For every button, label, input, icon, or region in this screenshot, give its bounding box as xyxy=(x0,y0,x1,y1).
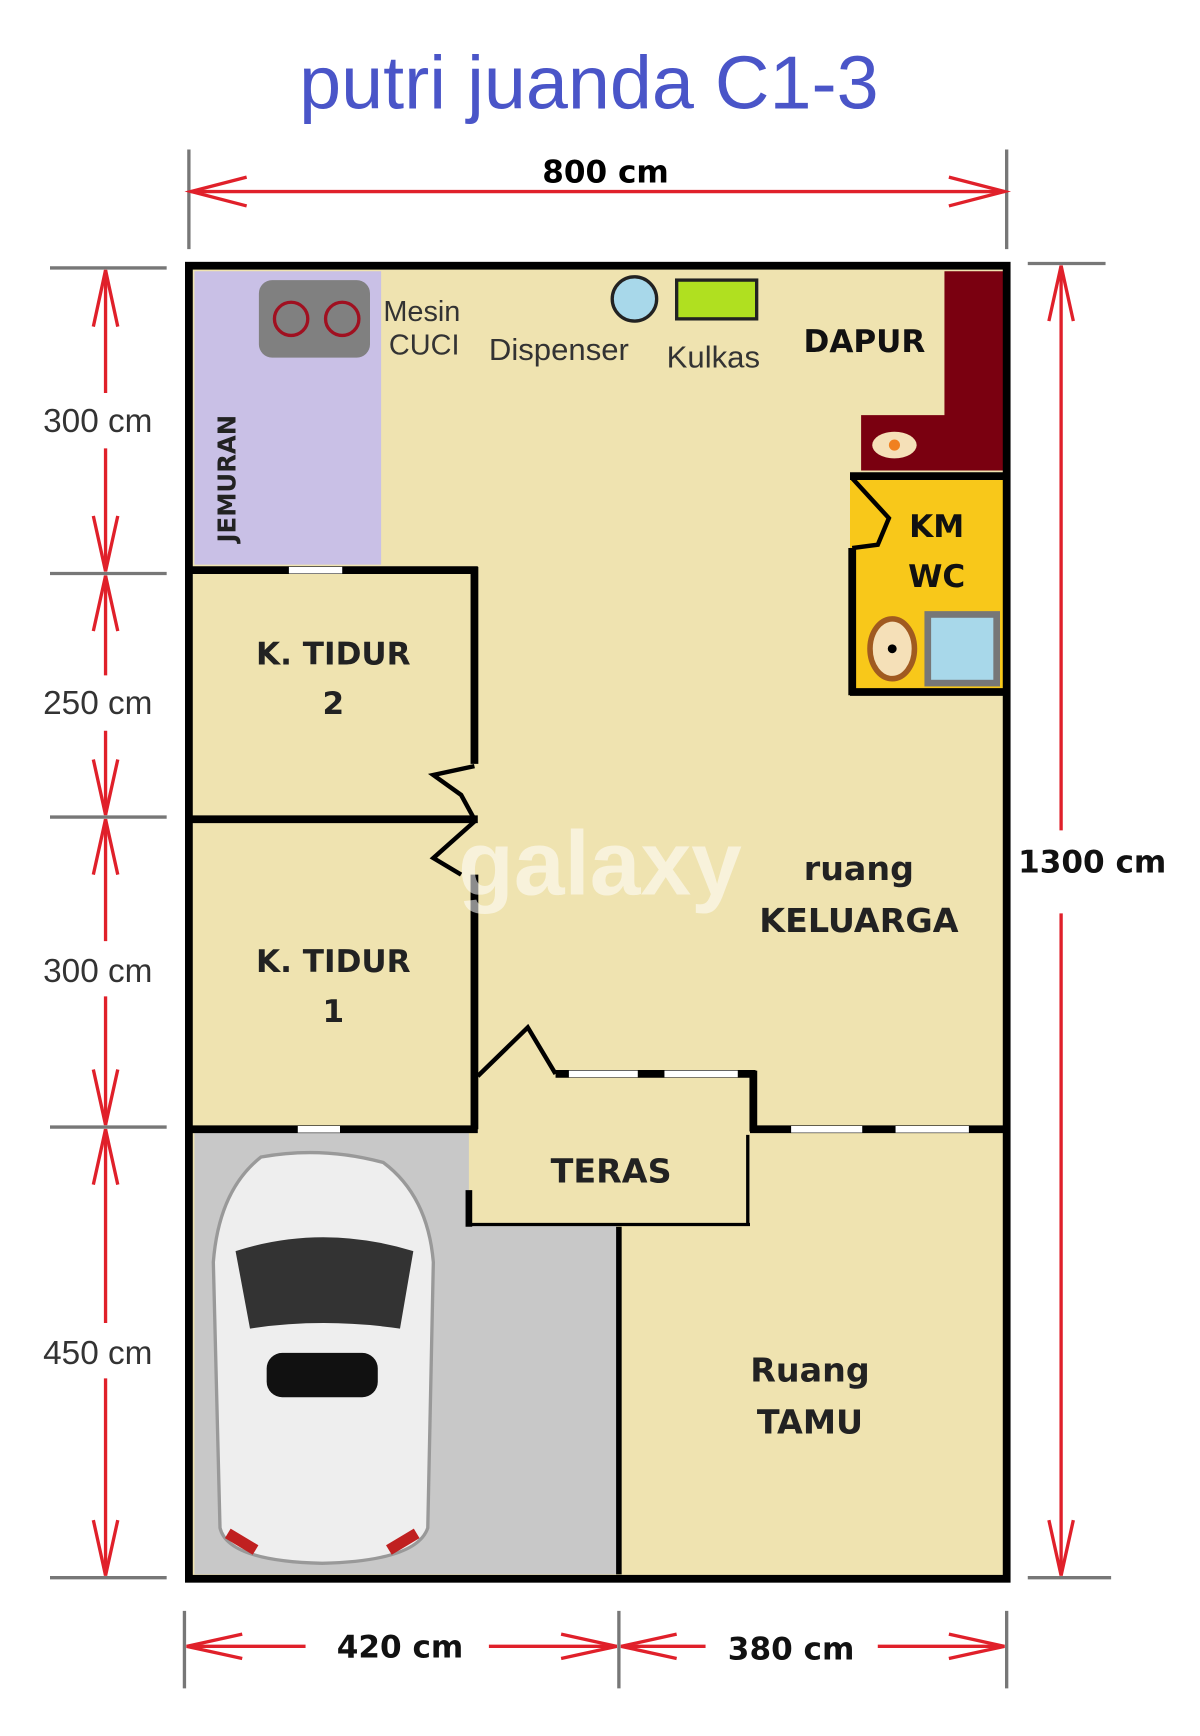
room-label-tidur1-num: 1 xyxy=(323,994,345,1030)
shower-tray-icon xyxy=(924,611,1001,687)
room-label-tidur2: K. TIDUR xyxy=(256,636,411,672)
dimension-left: 300 cm 250 cm 300 cm 450 cm xyxy=(43,266,167,1580)
dimension-label: 380 cm xyxy=(728,1632,855,1668)
room-label-tamu: TAMU xyxy=(757,1403,863,1442)
dimension-label: 250 cm xyxy=(43,685,152,722)
room-label-tidur2-num: 2 xyxy=(323,686,345,722)
dimension-bottom: 420 cm 380 cm xyxy=(182,1610,1009,1689)
dimension-label: 450 cm xyxy=(43,1335,152,1372)
room-label-dapur: DAPUR xyxy=(803,324,925,360)
label-mesin: Mesin xyxy=(383,296,460,328)
dimension-label: 800 cm xyxy=(542,155,669,191)
dimension-label: 300 cm xyxy=(43,953,152,990)
dimension-label: 300 cm xyxy=(43,403,152,440)
dimension-label: 1300 cm xyxy=(1018,844,1166,880)
room-label-ruang: ruang xyxy=(804,849,914,888)
dimension-label: 420 cm xyxy=(337,1629,464,1665)
doors xyxy=(427,476,892,1078)
dispenser-icon xyxy=(610,275,659,323)
kitchen-counter xyxy=(861,271,1005,471)
dimension-width: 800 cm xyxy=(184,149,1012,250)
room-label-jemuran: JEMURAN xyxy=(213,415,242,545)
room-label-teras: TERAS xyxy=(551,1151,672,1190)
room-label-wc: WC xyxy=(908,559,965,595)
fridge-icon xyxy=(675,278,759,321)
room-label-ruang-tamu: Ruang xyxy=(750,1351,869,1390)
dimension-height: 1300 cm xyxy=(1018,261,1166,1580)
watermark: galaxy xyxy=(458,814,742,915)
label-cuci: CUCI xyxy=(389,329,460,361)
room-label-tidur1: K. TIDUR xyxy=(256,944,411,980)
teras-area xyxy=(468,1079,750,1224)
label-kulkas: Kulkas xyxy=(667,340,760,375)
plan-title: putri juanda C1-3 xyxy=(299,41,879,125)
label-dispenser: Dispenser xyxy=(489,332,629,367)
washing-machine-icon xyxy=(258,280,370,358)
windows xyxy=(288,566,969,1133)
room-label-keluarga: KELUARGA xyxy=(759,901,959,940)
car-icon xyxy=(211,1150,436,1565)
room-label-km: KM xyxy=(909,509,964,545)
